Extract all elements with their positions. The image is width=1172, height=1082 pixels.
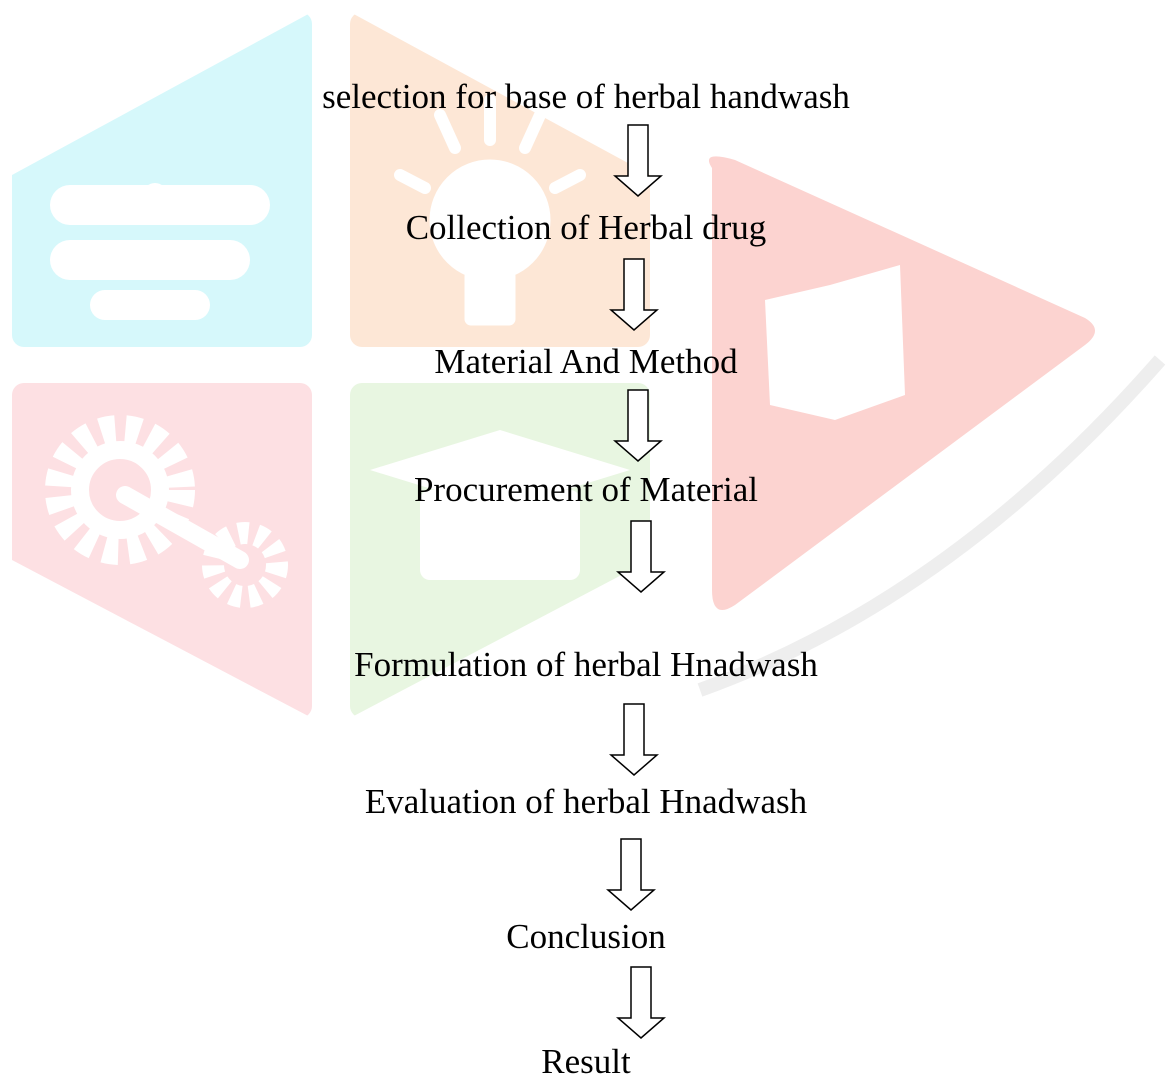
step-material-method: Material And Method (434, 342, 738, 381)
step-evaluation: Evaluation of herbal Hnadwash (364, 782, 808, 821)
step-result: Result (541, 1042, 631, 1081)
step-collection: Collection of Herbal drug (405, 208, 767, 247)
down-arrow-icon (613, 124, 663, 197)
step-formulation: Formulation of herbal Hnadwash (354, 645, 818, 684)
step-conclusion: Conclusion (506, 917, 666, 956)
down-arrow-icon (613, 389, 663, 462)
step-procurement: Procurement of Material (413, 470, 759, 509)
step-base-selection: selection for base of herbal handwash (322, 77, 850, 116)
down-arrow-icon (616, 520, 666, 593)
lightbulb-icon (394, 94, 586, 326)
gear-icon (45, 415, 288, 608)
cloud-icon (50, 183, 270, 320)
graduation-cap-icon (370, 430, 630, 580)
down-arrow-icon (609, 703, 659, 776)
down-arrow-icon (609, 258, 659, 331)
watermark-swoosh (697, 355, 1166, 697)
down-arrow-icon (616, 966, 666, 1039)
down-arrow-icon (606, 838, 656, 911)
book-icon (765, 265, 905, 420)
